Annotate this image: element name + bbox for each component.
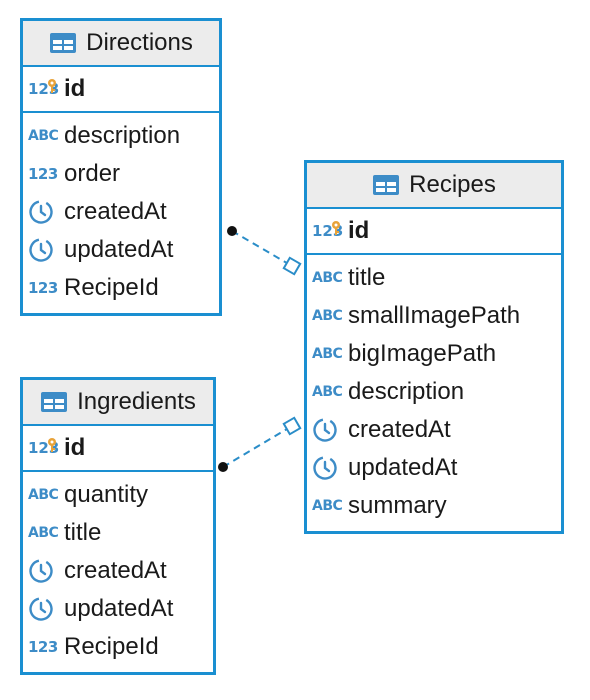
column-row[interactable]: createdAt [307, 411, 561, 449]
link-directions-recipes[interactable] [227, 226, 302, 276]
column-row[interactable]: updatedAt [23, 590, 213, 628]
column-name: smallImagePath [348, 302, 521, 329]
column-name: RecipeId [64, 633, 159, 660]
column-row[interactable]: updatedAt [307, 449, 561, 487]
string-type-icon: ABC [312, 498, 343, 514]
column-name: description [348, 378, 465, 405]
column-row[interactable]: 123 RecipeId [23, 628, 213, 666]
column-name: RecipeId [64, 274, 159, 301]
table-name: Directions [86, 29, 193, 56]
one-end-diamond [282, 256, 302, 276]
datetime-type-icon [28, 558, 64, 584]
number-type-icon: 123 [28, 165, 58, 183]
table-header[interactable]: Directions [23, 21, 219, 67]
string-type-icon: ABC [312, 308, 343, 324]
datetime-type-icon [28, 237, 64, 263]
string-type-icon: ABC [28, 128, 59, 144]
column-row[interactable]: ABC quantity [23, 476, 213, 514]
link-ingredients-recipes[interactable] [218, 416, 302, 472]
primary-key-row[interactable]: 123 id [307, 209, 561, 255]
datetime-type-icon [28, 199, 64, 225]
primary-key-row[interactable]: 123 id [23, 426, 213, 472]
table-directions[interactable]: Directions 123 id ABC description 123 order… [20, 18, 222, 316]
column-name: summary [348, 492, 447, 519]
datetime-type-icon [28, 596, 64, 622]
string-type-icon: ABC [312, 270, 343, 286]
datetime-type-icon [312, 417, 348, 443]
column-list: ABC description 123 order createdAt updatedAt… [23, 113, 219, 307]
column-name: updatedAt [64, 595, 174, 622]
many-end-dot [218, 462, 228, 472]
string-type-icon: ABC [28, 525, 59, 541]
string-type-icon: ABC [312, 346, 343, 362]
column-name: id [64, 434, 86, 461]
column-name: createdAt [348, 416, 451, 443]
column-row[interactable]: ABC summary [307, 487, 561, 525]
key-number-icon: 123 [312, 221, 344, 240]
table-name: Ingredients [77, 388, 196, 415]
column-row[interactable]: 123 order [23, 155, 219, 193]
column-row[interactable]: ABC smallImagePath [307, 297, 561, 335]
primary-key-row[interactable]: 123 id [23, 67, 219, 113]
column-name: title [348, 264, 386, 291]
one-end-diamond [282, 416, 302, 436]
column-row[interactable]: createdAt [23, 193, 219, 231]
column-name: createdAt [64, 198, 167, 225]
table-header[interactable]: Ingredients [23, 380, 213, 426]
number-type-icon: 123 [28, 279, 58, 297]
many-end-dot [227, 226, 237, 236]
column-row[interactable]: ABC bigImagePath [307, 335, 561, 373]
number-type-icon: 123 [28, 638, 58, 656]
table-icon [373, 175, 400, 195]
table-name: Recipes [409, 171, 496, 198]
column-name: title [64, 519, 102, 546]
table-icon [50, 33, 77, 53]
column-name: id [64, 75, 86, 102]
key-number-icon: 123 [28, 438, 60, 457]
column-name: quantity [64, 481, 149, 508]
column-row[interactable]: 123 RecipeId [23, 269, 219, 307]
column-name: bigImagePath [348, 340, 497, 367]
column-name: description [64, 122, 181, 149]
column-name: updatedAt [348, 454, 458, 481]
string-type-icon: ABC [312, 384, 343, 400]
column-row[interactable]: ABC description [307, 373, 561, 411]
key-number-icon: 123 [28, 79, 60, 98]
datetime-type-icon [312, 455, 348, 481]
column-name: id [348, 217, 370, 244]
column-row[interactable]: ABC title [307, 259, 561, 297]
string-type-icon: ABC [28, 487, 59, 503]
column-name: order [64, 160, 121, 187]
table-header[interactable]: Recipes [307, 163, 561, 209]
column-name: updatedAt [64, 236, 174, 263]
column-row[interactable]: createdAt [23, 552, 213, 590]
column-row[interactable]: ABC title [23, 514, 213, 552]
column-name: createdAt [64, 557, 167, 584]
column-row[interactable]: updatedAt [23, 231, 219, 269]
table-icon [41, 392, 68, 412]
column-row[interactable]: ABC description [23, 117, 219, 155]
